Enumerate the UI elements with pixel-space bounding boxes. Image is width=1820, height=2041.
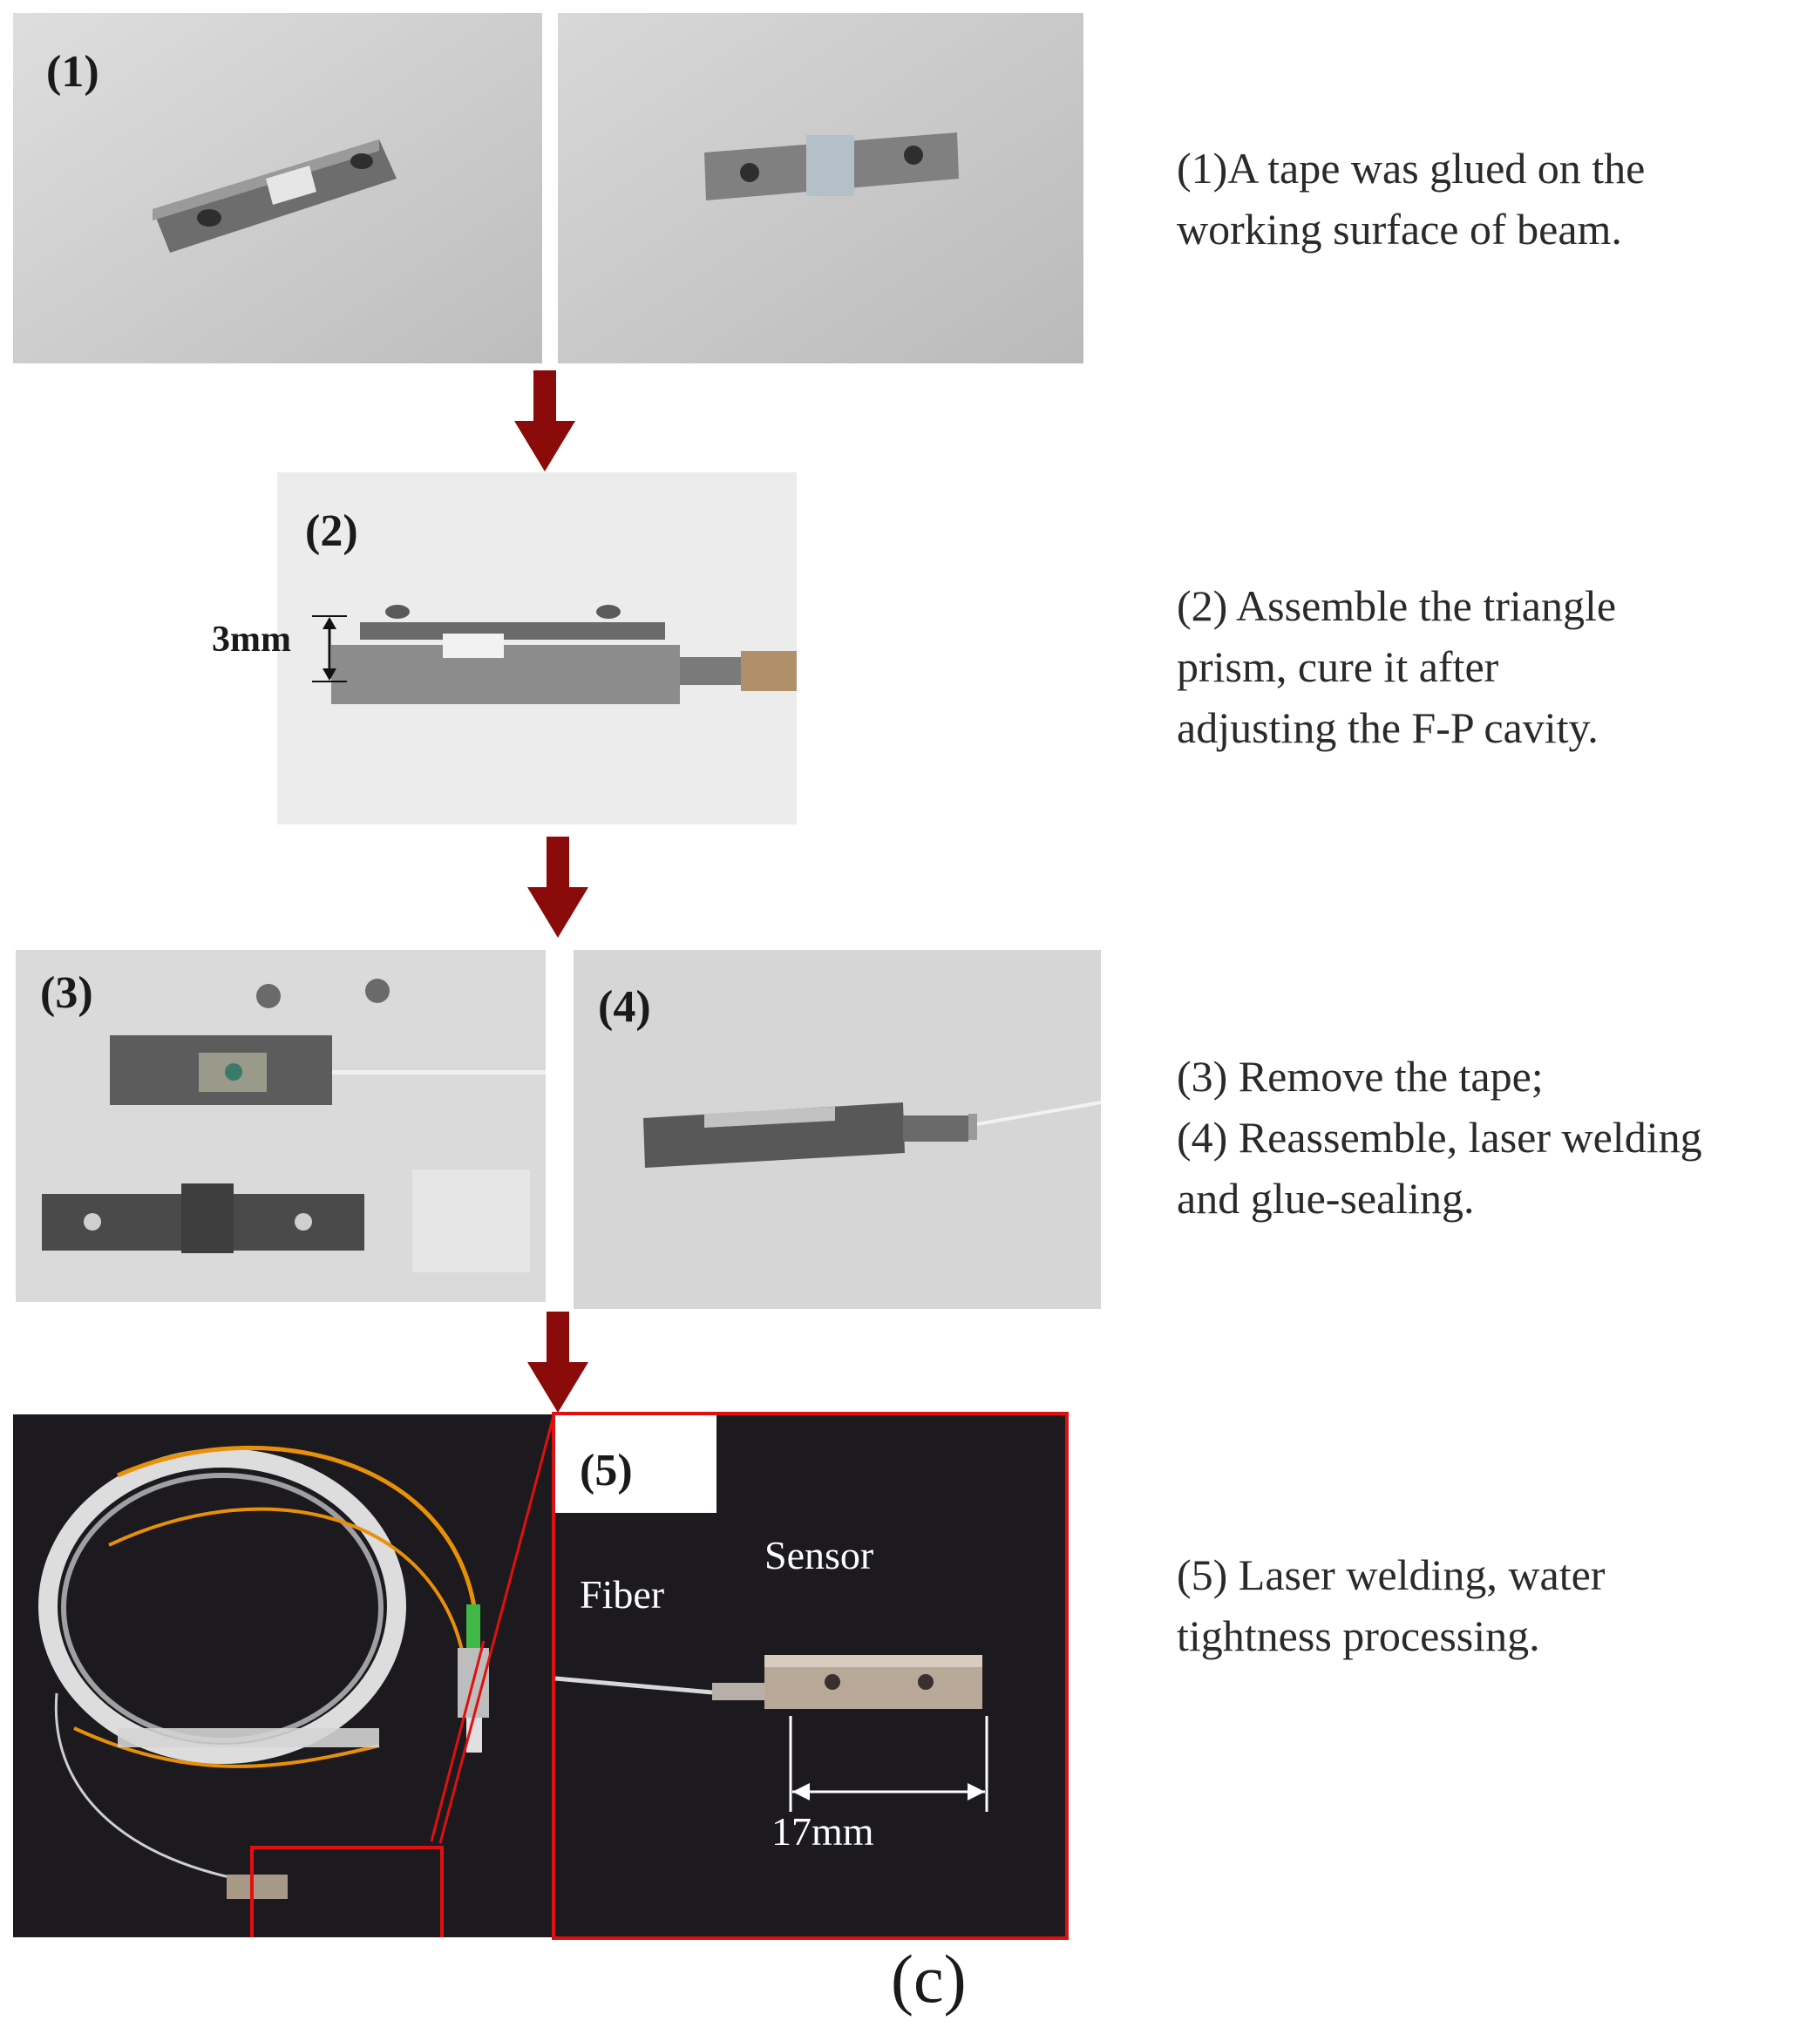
step1-photo-right [558, 13, 1083, 363]
step1-description-line-2: working surface of beam. [1177, 205, 1622, 254]
step5-zoom-photo: (5) Fiber Sensor 17mm [552, 1412, 1069, 1940]
step2-description-line-1: (2) Assemble the triangle [1177, 581, 1617, 630]
step3-label: (3) [40, 968, 93, 1018]
beam-with-tape-image [13, 13, 542, 363]
zoom-connector-line [438, 1415, 555, 1844]
figure-panel-caption: (c) [891, 1941, 967, 2017]
disassembled-parts-image [16, 950, 546, 1302]
step1-description-line-1: (1)A tape was glued on the [1177, 144, 1646, 193]
step4-photo: (4) [574, 950, 1101, 1309]
step3-4-description-line-3: and glue-sealing. [1177, 1174, 1475, 1223]
length-annotation-17mm: 17mm [771, 1809, 874, 1854]
step5-label-box: (5) [555, 1415, 716, 1513]
step1-label: (1) [46, 47, 99, 97]
fiber-coil-sensor-image [13, 1414, 553, 1937]
flow-arrow-1 [514, 370, 575, 471]
step4-label: (4) [598, 982, 651, 1032]
flow-arrow-2 [527, 837, 588, 938]
fiber-annotation: Fiber [580, 1572, 665, 1617]
step3-4-description-line-1: (3) Remove the tape; [1177, 1052, 1544, 1101]
step2-photo: (2) [277, 472, 797, 824]
sensor-annotation: Sensor [764, 1533, 874, 1577]
step5-description-line-1: (5) Laser welding, water [1177, 1550, 1606, 1599]
beam-top-view-image [558, 13, 1083, 363]
assembled-prism-image [277, 472, 797, 824]
step2-label: (2) [305, 506, 358, 556]
step5-label: (5) [580, 1446, 633, 1495]
step1-photo-left: (1) [13, 13, 542, 363]
flow-arrow-3 [527, 1312, 588, 1413]
step1-description: (1)A tape was glued on the working surfa… [1177, 138, 1645, 260]
sensor-highlight-box [250, 1846, 444, 1937]
reassembled-sensor-image [574, 950, 1101, 1309]
step5-description: (5) Laser welding, water tightness proce… [1177, 1544, 1605, 1666]
step5-description-line-2: tightness processing. [1177, 1611, 1540, 1660]
step2-description-line-2: prism, cure it after [1177, 642, 1499, 691]
step2-description: (2) Assemble the triangle prism, cure it… [1177, 575, 1616, 758]
dimension-label-3mm: 3mm [212, 620, 291, 660]
step3-4-description-line-2: (4) Reassemble, laser welding [1177, 1113, 1702, 1162]
step3-photo: (3) [16, 950, 546, 1302]
step3-4-description: (3) Remove the tape; (4) Reassemble, las… [1177, 1046, 1702, 1229]
step5-overview-photo [13, 1414, 553, 1937]
step2-description-line-3: adjusting the F-P cavity. [1177, 703, 1599, 752]
